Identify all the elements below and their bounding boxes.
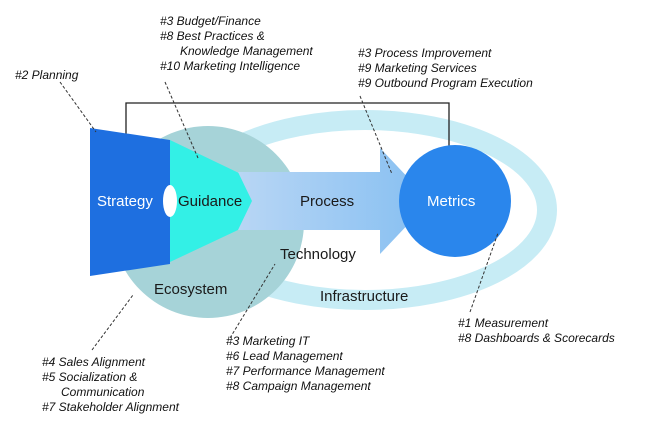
callout-ecosystem-line: Communication	[61, 385, 145, 399]
leader-planning	[59, 81, 97, 133]
strategy-guidance-notch	[163, 185, 177, 217]
callout-technology: #3 Marketing IT #6 Lead Management #7 Pe…	[226, 334, 385, 394]
callout-ecosystem-line: #7 Stakeholder Alignment	[42, 400, 179, 414]
guidance-shape	[170, 140, 270, 262]
leader-ecosystem	[91, 294, 134, 351]
leader-process	[359, 95, 393, 175]
process-arrow	[238, 148, 430, 254]
callout-process-line: #3 Process Improvement	[358, 46, 492, 60]
strategy-shape	[90, 128, 170, 276]
callout-planning: #2 Planning	[15, 68, 78, 83]
metrics-circle	[399, 145, 511, 257]
callout-technology-line: #8 Campaign Management	[226, 379, 371, 393]
callout-technology-line: #6 Lead Management	[226, 349, 343, 363]
callout-technology-line: #3 Marketing IT	[226, 334, 310, 348]
callout-ecosystem-line: #5 Socialization &	[42, 370, 138, 384]
callout-technology-line: #7 Performance Management	[226, 364, 385, 378]
guidance-label: Guidance	[178, 193, 243, 210]
callout-guidance: #3 Budget/Finance #8 Best Practices & Kn…	[160, 14, 313, 74]
callout-ecosystem: #4 Sales Alignment #5 Socialization & Co…	[42, 355, 179, 415]
leader-technology	[229, 263, 276, 339]
metrics-label: Metrics	[427, 193, 476, 210]
process-label: Process	[300, 193, 355, 210]
ecosystem-label: Ecosystem	[154, 281, 228, 298]
callout-planning-line: #2 Planning	[15, 68, 79, 82]
callout-guidance-line: #10 Marketing Intelligence	[160, 59, 301, 73]
callout-guidance-line: #8 Best Practices &	[160, 29, 265, 43]
leader-metrics	[469, 232, 499, 313]
callout-process-line: #9 Marketing Services	[358, 61, 477, 75]
callout-process: #3 Process Improvement #9 Marketing Serv…	[358, 46, 533, 91]
technology-label: Technology	[280, 246, 356, 263]
callout-process-line: #9 Outbound Program Execution	[358, 76, 533, 90]
callout-metrics-line: #8 Dashboards & Scorecards	[458, 331, 615, 345]
callout-ecosystem-line: #4 Sales Alignment	[42, 355, 145, 369]
callout-metrics: #1 Measurement #8 Dashboards & Scorecard…	[458, 316, 615, 346]
leader-guidance	[164, 81, 199, 159]
strategy-label: Strategy	[97, 193, 153, 210]
infrastructure-label: Infrastructure	[320, 288, 409, 305]
callout-guidance-line: #3 Budget/Finance	[160, 14, 261, 28]
callout-metrics-line: #1 Measurement	[458, 316, 549, 330]
callout-guidance-line: Knowledge Management	[180, 44, 313, 58]
